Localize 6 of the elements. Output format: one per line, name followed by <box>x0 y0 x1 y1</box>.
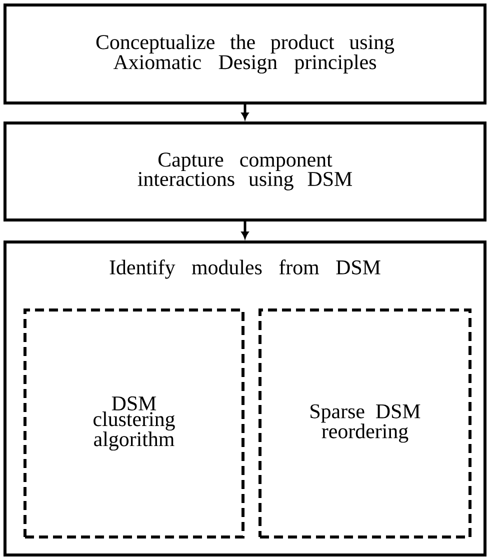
process-box: DSM clustering algorithm <box>24 308 244 538</box>
process-box: Conceptualize the product using Axiomatic Design principles <box>4 4 486 104</box>
arrow <box>241 104 249 120</box>
process-box: Sparse DSM reordering <box>258 308 472 538</box>
process-box: Capture component interactions using DSM <box>4 122 486 222</box>
arrow <box>241 222 249 239</box>
